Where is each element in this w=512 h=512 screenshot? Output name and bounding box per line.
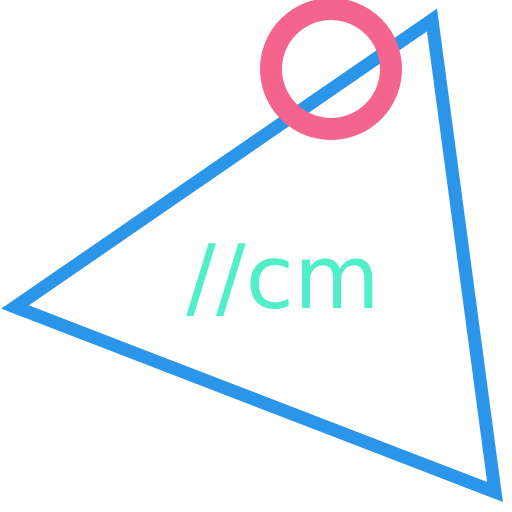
ring-shape — [260, 0, 402, 140]
shape-label: //cm — [186, 226, 379, 329]
triangle-shape — [1, 8, 503, 503]
